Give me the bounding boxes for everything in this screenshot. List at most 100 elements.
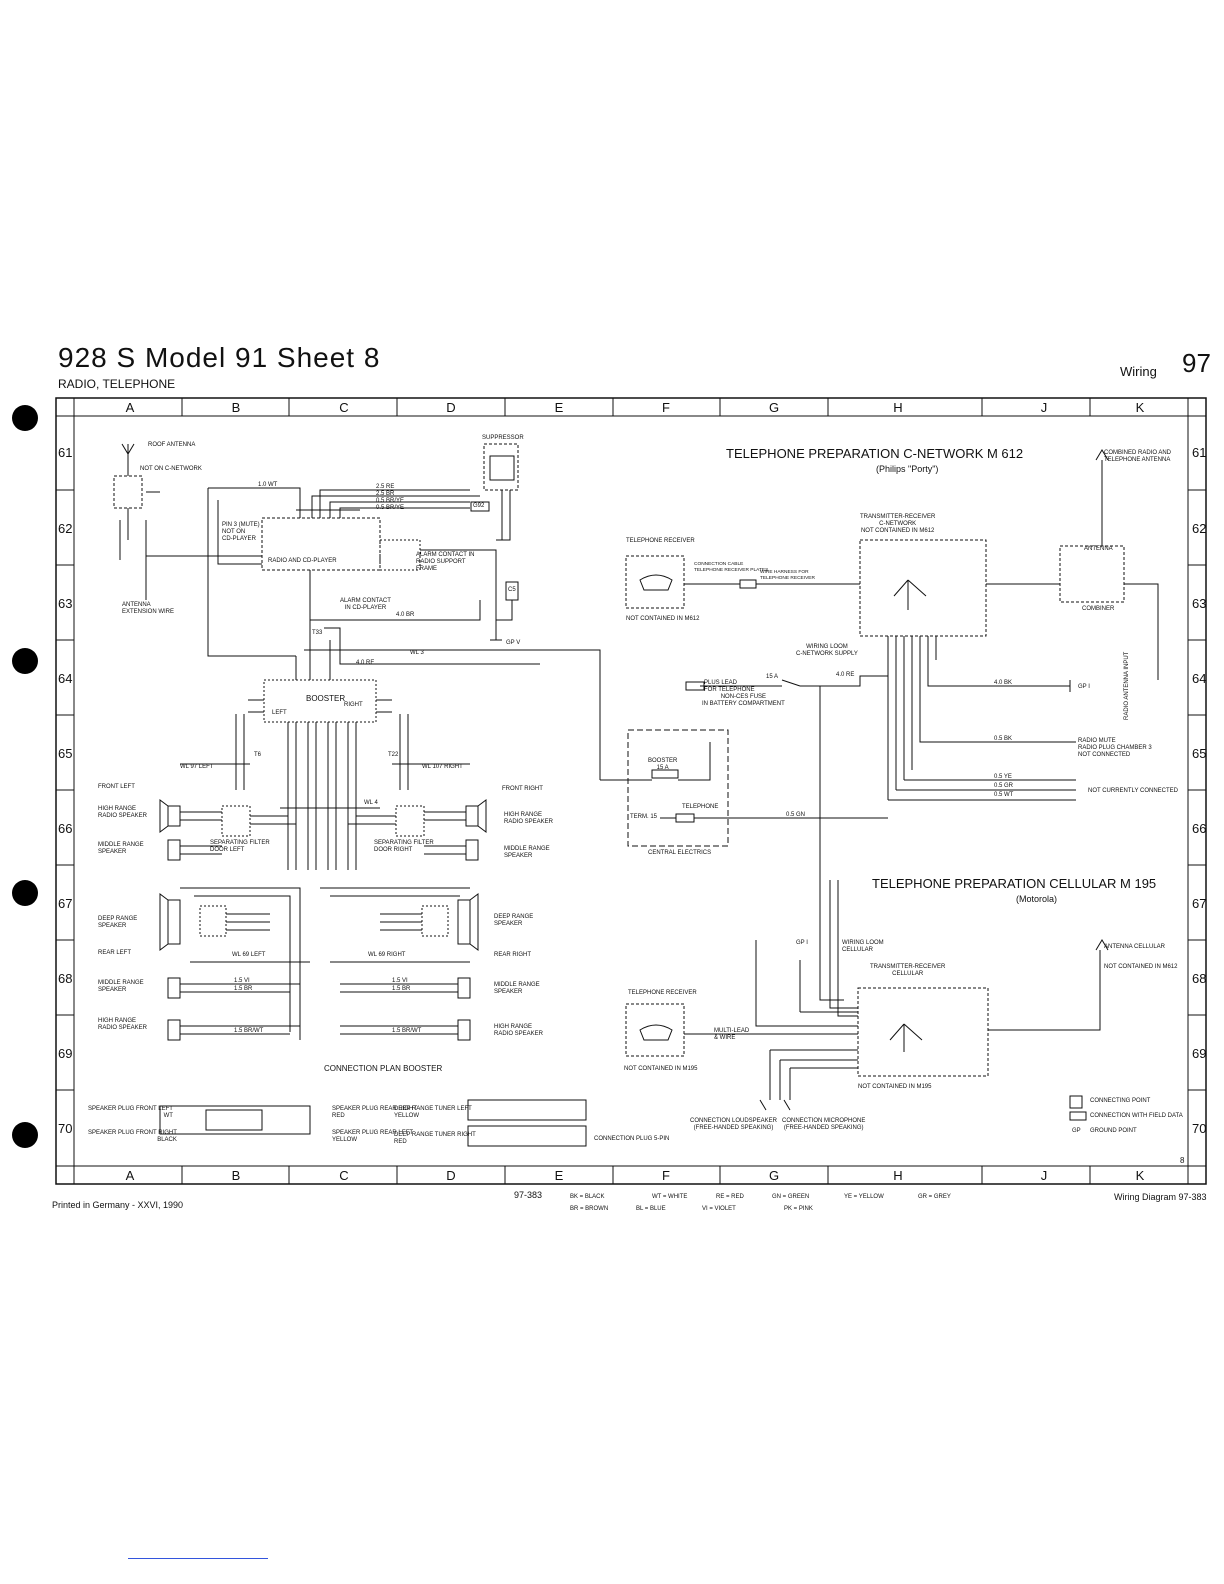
label-speaker-plug-front-left: SPEAKER PLUG FRONT LEFT WT bbox=[88, 1106, 173, 1119]
label-antenna-cellular: ANTENNA CELLULAR bbox=[1104, 944, 1166, 950]
bottom-link-line bbox=[128, 1558, 268, 1559]
label-deep-tuner-right: DEEP RANGE TUNER RIGHT RED bbox=[394, 1132, 476, 1145]
label-plus-lead: PLUS LEAD FOR TELEPHONE bbox=[704, 680, 755, 693]
title-tel-prep-c: TELEPHONE PREPARATION C-NETWORK M 612 bbox=[726, 446, 1024, 461]
grid-col-b-bottom: B bbox=[231, 1168, 241, 1183]
label-wl107-right: WL 107 RIGHT bbox=[422, 764, 463, 770]
legend-gp: GP bbox=[1072, 1128, 1081, 1134]
label-philips: (Philips "Porty") bbox=[876, 464, 939, 474]
label-t6: T6 bbox=[254, 752, 262, 758]
wire-label: 1.5 VI bbox=[392, 978, 408, 984]
label-suppressor: SUPPRESSOR bbox=[482, 435, 524, 441]
footer-diagram: Wiring Diagram 97-383 bbox=[1114, 1192, 1207, 1202]
color-code: RE = RED bbox=[716, 1194, 744, 1200]
label-telephone: TELEPHONE bbox=[682, 804, 719, 810]
label-wl97-left: WL 97 LEFT bbox=[180, 764, 214, 770]
grid-row-66: 66 bbox=[58, 821, 73, 836]
label-roof-antenna: ROOF ANTENNA bbox=[148, 442, 196, 448]
grid-col-d-bottom: D bbox=[446, 1168, 456, 1183]
label-radio-cd: RADIO AND CD-PLAYER bbox=[268, 558, 337, 564]
wire-label: 0.5 WT bbox=[994, 792, 1014, 798]
grid-row-67-right: 67 bbox=[1192, 896, 1207, 911]
wire-label: 4.0 RE bbox=[836, 672, 855, 678]
grid-col-j: J bbox=[1040, 400, 1048, 415]
label-c5: C5 bbox=[508, 587, 516, 593]
footer-printed: Printed in Germany - XXVI, 1990 bbox=[52, 1200, 184, 1210]
grid-row-67: 67 bbox=[58, 896, 73, 911]
grid-row-68-right: 68 bbox=[1192, 971, 1207, 986]
label-combiner: COMBINER bbox=[1082, 606, 1115, 612]
label-conn-loudspeaker: CONNECTION LOUDSPEAKER (FREE-HANDED SPEA… bbox=[690, 1118, 778, 1131]
grid-row-63-right: 63 bbox=[1192, 596, 1207, 611]
label-alarm-radio: ALARM CONTACT IN RADIO SUPPORT FRAME bbox=[416, 552, 475, 572]
grid-col-a-bottom: A bbox=[125, 1168, 135, 1183]
wire-label: 1.5 BR bbox=[234, 986, 253, 992]
wire-label: 0.5 GN bbox=[786, 812, 806, 818]
label-high-range-right: HIGH RANGE RADIO SPEAKER bbox=[504, 812, 554, 825]
binder-hole bbox=[12, 405, 38, 431]
label-front-left: FRONT LEFT bbox=[98, 784, 135, 790]
grid-col-c-bottom: C bbox=[339, 1168, 349, 1183]
grid-col-h: H bbox=[893, 400, 903, 415]
wire-label: 2.5 RE bbox=[376, 484, 395, 490]
page-subtitle: RADIO, TELEPHONE bbox=[58, 377, 176, 391]
grid-row-63: 63 bbox=[58, 596, 73, 611]
label-speaker-plug-front-right: SPEAKER PLUG FRONT RIGHT BLACK bbox=[88, 1130, 177, 1143]
label-pin3: PIN 3 (MUTE) NOT ON CD-PLAYER bbox=[222, 522, 260, 542]
label-not-currently: NOT CURRENTLY CONNECTED bbox=[1088, 788, 1179, 794]
label-term15: TERM. 15 bbox=[630, 814, 658, 820]
label-booster-15a: BOOSTER 15 A bbox=[648, 758, 678, 771]
label-booster-right: RIGHT bbox=[344, 702, 363, 708]
label-alarm-cd: ALARM CONTACT IN CD-PLAYER bbox=[340, 598, 391, 611]
wire-label: 0.5 YE bbox=[994, 774, 1012, 780]
label-t22: T22 bbox=[388, 752, 399, 758]
grid-col-b: B bbox=[231, 400, 241, 415]
label-deep-tuner-left: DEEP RANGE TUNER LEFT YELLOW bbox=[394, 1106, 472, 1119]
label-deep-range-left: DEEP RANGE SPEAKER bbox=[98, 916, 138, 929]
label-wl4: WL 4 bbox=[364, 800, 378, 806]
color-code: PK = PINK bbox=[784, 1206, 813, 1212]
legend-ground: GROUND POINT bbox=[1090, 1128, 1137, 1134]
label-multi-lead: MULTI-LEAD & WIRE bbox=[714, 1028, 750, 1041]
grid-col-j-bottom: J bbox=[1040, 1168, 1048, 1183]
label-sep-filter-right: SEPARATING FILTER DOOR RIGHT bbox=[374, 840, 434, 853]
wire-label: 1.0 WT bbox=[258, 482, 278, 488]
color-code: YE = YELLOW bbox=[844, 1194, 884, 1200]
label-antenna-ext: ANTENNA EXTENSION WIRE bbox=[122, 602, 175, 615]
label-front-right: FRONT RIGHT bbox=[502, 786, 543, 792]
grid-row-70: 70 bbox=[58, 1121, 73, 1136]
grid-row-64-right: 64 bbox=[1192, 671, 1207, 686]
grid-row-65-right: 65 bbox=[1192, 746, 1207, 761]
label-middle-range-right: MIDDLE RANGE SPEAKER bbox=[504, 846, 550, 859]
wire-label: 0.5 BK bbox=[994, 736, 1013, 742]
binder-hole bbox=[12, 880, 38, 906]
label-wiring-loom-c: WIRING LOOM C-NETWORK SUPPLY bbox=[796, 644, 858, 657]
grid-col-h-bottom: H bbox=[893, 1168, 903, 1183]
grid-row-64: 64 bbox=[58, 671, 73, 686]
label-g92: G92 bbox=[473, 503, 485, 509]
label-rear-left: REAR LEFT bbox=[98, 950, 132, 956]
label-motorola: (Motorola) bbox=[1016, 894, 1058, 904]
label-combined-antenna: COMBINED RADIO AND TELEPHONE ANTENNA bbox=[1104, 450, 1172, 463]
color-code: GR = GREY bbox=[918, 1194, 951, 1200]
label-wl3: WL 3 bbox=[410, 650, 424, 656]
label-conn-microphone: CONNECTION MICROPHONE (FREE-HANDED SPEAK… bbox=[782, 1118, 866, 1131]
label-tx-rx-c: TRANSMITTER-RECEIVER C-NETWORK NOT CONTA… bbox=[860, 514, 936, 534]
label-middle-range-rear-left: MIDDLE RANGE SPEAKER bbox=[98, 980, 144, 993]
label-booster: BOOSTER bbox=[306, 694, 346, 703]
grid-col-f-bottom: F bbox=[662, 1168, 670, 1183]
grid-row-70-right: 70 bbox=[1192, 1121, 1207, 1136]
label-sep-filter-left: SEPARATING FILTER DOOR LEFT bbox=[210, 840, 270, 853]
label-t33: T33 bbox=[312, 630, 323, 636]
grid-col-g: G bbox=[768, 400, 780, 415]
label-wiring-loom-cell: WIRING LOOM CELLULAR bbox=[842, 940, 884, 953]
grid-row-61-right: 61 bbox=[1192, 445, 1207, 460]
page-number: 97 bbox=[1182, 348, 1211, 378]
grid-col-e-bottom: E bbox=[554, 1168, 564, 1183]
color-code: BK = BLACK bbox=[570, 1194, 605, 1200]
label-not-m612: NOT CONTAINED IN M612 bbox=[626, 616, 700, 622]
wire-label: 4.0 BK bbox=[994, 680, 1013, 686]
grid-col-c: C bbox=[339, 400, 349, 415]
grid-col-d: D bbox=[446, 400, 456, 415]
label-radio-antenna-input: RADIO ANTENNA INPUT bbox=[1124, 651, 1130, 720]
